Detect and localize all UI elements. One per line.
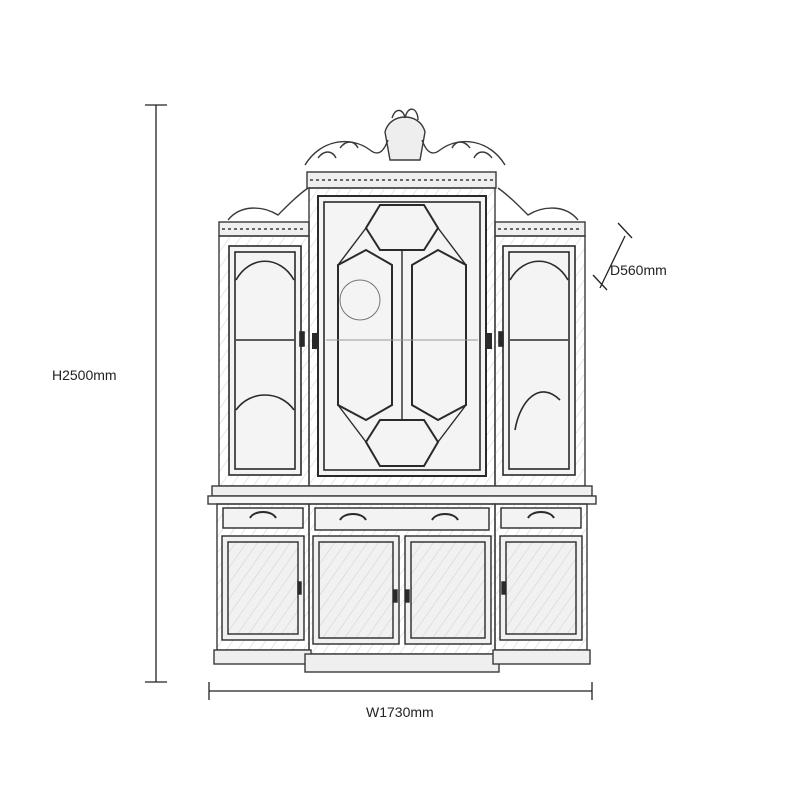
depth-label: D560mm (610, 262, 667, 278)
depth-dimension-line (592, 222, 633, 291)
right-glass-door (498, 245, 576, 476)
drawer-row (222, 507, 582, 531)
plinth (213, 649, 591, 673)
width-dimension-line (208, 682, 593, 700)
left-glass-door (228, 245, 305, 476)
height-label: H2500mm (52, 367, 117, 383)
center-glass-door (312, 195, 492, 477)
waist-moulding (207, 485, 597, 505)
width-label: W1730mm (366, 704, 434, 720)
carved-crest (227, 108, 579, 221)
cupboard-doors (221, 535, 583, 645)
height-dimension-line (145, 104, 167, 683)
